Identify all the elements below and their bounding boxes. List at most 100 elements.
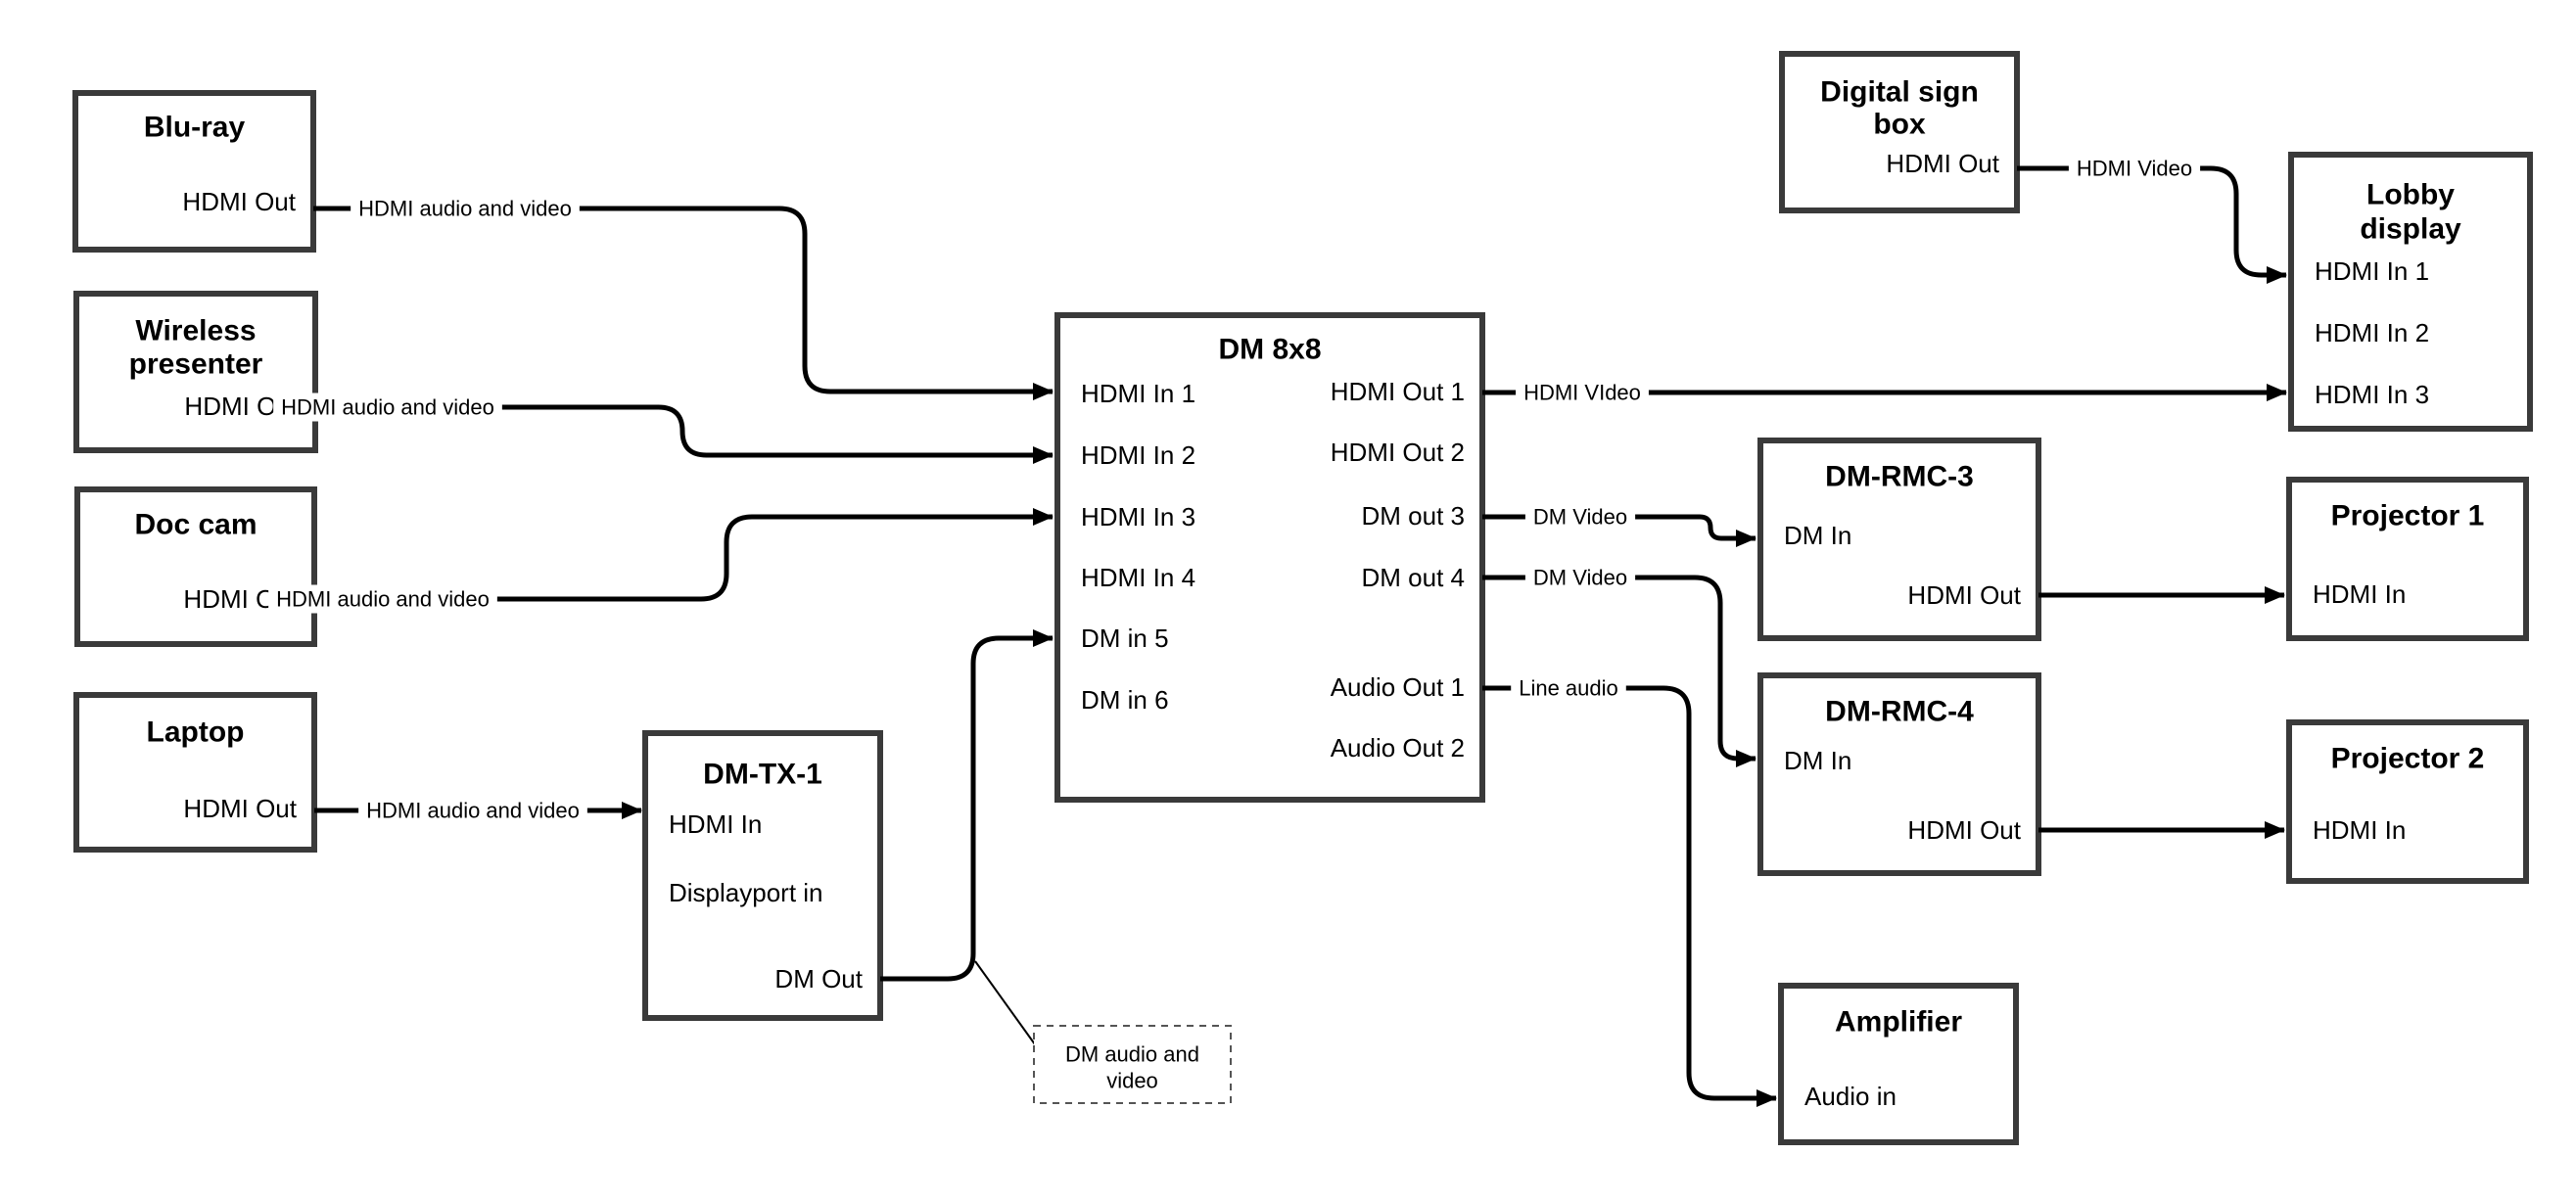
node-title-digital-sign-box-line1: Digital sign (1820, 76, 1979, 109)
edge-label-group-bluray-to-dm8x8-in1: HDMI audio and video (351, 194, 580, 223)
port-dm-8x8-hdmi-in-2: HDMI In 2 (1081, 440, 1195, 470)
edge-label-dm8x8-out4-to-rmc4-dmin: DM Video (1533, 566, 1627, 590)
node-box-blu-ray (72, 90, 316, 253)
node-title-laptop: Laptop (147, 716, 245, 749)
node-title-projector-1: Projector 1 (2331, 500, 2485, 532)
edge-label-group-doccam-to-dm8x8-in3: HDMI audio and video (268, 584, 497, 614)
node-title-lobby-display-line2: display (2360, 213, 2461, 246)
node-title-dm-8x8: DM 8x8 (1218, 334, 1321, 366)
port-dm-8x8-hdmi-in-4: HDMI In 4 (1081, 563, 1195, 592)
edge-doccam-to-dm8x8-in3 (314, 508, 1054, 602)
port-dm-tx-1-displayport-in: Displayport in (669, 878, 823, 907)
edge-bluray-to-dm8x8-in1 (313, 206, 1054, 400)
edge-label-bg-dm8x8-out3-to-rmc3-dmin (1524, 502, 1636, 531)
node-title-dm-tx-1: DM-TX-1 (703, 759, 822, 791)
node-title-dm-rmc-4: DM-RMC-4 (1825, 696, 1974, 728)
node-title-blu-ray: Blu-ray (144, 112, 246, 144)
node-title-wireless-presenter-line2: presenter (129, 348, 263, 381)
edge-label-dm8x8-audio1-to-amplifier: Line audio (1519, 676, 1618, 701)
port-dm-8x8-hdmi-in-3: HDMI In 3 (1081, 502, 1195, 531)
node-box-laptop (73, 692, 317, 853)
node-projector-2: Projector 2 HDMI In (2286, 719, 2529, 884)
edge-label-bg-wireless-to-dm8x8-in2 (273, 393, 502, 422)
port-dm-8x8-dm-in-6: DM in 6 (1081, 685, 1169, 715)
port-dm-8x8-dm-out-4: DM out 4 (1362, 563, 1466, 592)
node-box-dm-tx-1 (642, 730, 883, 1021)
node-title-amplifier: Amplifier (1835, 1006, 1962, 1039)
node-box-dm-rmc-4 (1757, 672, 2041, 876)
edge-label-bg-doccam-to-dm8x8-in3 (268, 584, 497, 614)
node-box-digital-sign-box (1779, 51, 2020, 213)
node-box-doc-cam (74, 486, 317, 647)
edge-wireless-to-dm8x8-in2 (315, 404, 1054, 464)
port-dm-8x8-hdmi-out-2: HDMI Out 2 (1331, 438, 1465, 467)
edge-label-group-dm8x8-out1-to-lobby-in3: HDMI VIdeo (1516, 378, 1649, 407)
node-dm-rmc-4: DM-RMC-4 DM In HDMI Out (1757, 672, 2041, 876)
edge-label-group-dm8x8-out4-to-rmc4-dmin: DM Video (1524, 563, 1636, 592)
edge-label-group-signbox-to-lobby-in1: HDMI Video (2068, 154, 2201, 183)
edge-label-doccam-to-dm8x8-in3: HDMI audio and video (276, 587, 490, 612)
port-laptop-hdmi-out: HDMI Out (183, 794, 297, 823)
port-dm-tx-1-dm-out: DM Out (774, 964, 863, 993)
node-title-wireless-presenter-line1: Wireless (135, 315, 256, 347)
port-projector-2-hdmi-in: HDMI In (2313, 815, 2406, 845)
note-callout-line (974, 960, 1036, 1045)
node-box-lobby-display (2288, 152, 2533, 432)
node-title-doc-cam: Doc cam (134, 509, 257, 541)
edge-label-laptop-to-dmtx1-hdmi-in: HDMI audio and video (366, 799, 580, 823)
edge-label-group-dm8x8-out3-to-rmc3-dmin: DM Video (1524, 502, 1636, 531)
node-title-lobby-display-line1: Lobby (2366, 179, 2455, 211)
node-box-wireless-presenter (73, 291, 318, 453)
edge-label-bg-dm8x8-out4-to-rmc4-dmin (1524, 563, 1636, 592)
edge-dm8x8-audio1-to-amplifier (1482, 685, 1777, 1107)
edge-label-wireless-to-dm8x8-in2: HDMI audio and video (281, 395, 494, 420)
port-dm-rmc-4-dm-in: DM In (1784, 746, 1851, 775)
edge-label-dm8x8-out1-to-lobby-in3: HDMI VIdeo (1523, 381, 1641, 405)
note-text-line2: video (1106, 1069, 1158, 1093)
node-title-projector-2: Projector 2 (2331, 743, 2485, 775)
port-digital-sign-box-hdmi-out: HDMI Out (1886, 149, 1999, 178)
edge-label-bg-signbox-to-lobby-in1 (2068, 154, 2201, 183)
port-lobby-display-hdmi-in-2: HDMI In 2 (2315, 318, 2429, 347)
edge-label-group-dm8x8-audio1-to-amplifier: Line audio (1511, 673, 1626, 703)
edge-label-bg-dm8x8-audio1-to-amplifier (1511, 673, 1626, 703)
edge-label-bg-dm8x8-out1-to-lobby-in3 (1516, 378, 1649, 407)
node-box-dm-8x8 (1054, 312, 1485, 803)
note-text-line1: DM audio and (1065, 1042, 1199, 1067)
node-box-amplifier (1778, 983, 2019, 1145)
edge-signbox-to-lobby-in1 (2017, 165, 2287, 284)
node-title-digital-sign-box-line2: box (1873, 109, 1926, 141)
edge-label-group-laptop-to-dmtx1-hdmi-in: HDMI audio and video (358, 796, 587, 825)
note-box-dm-audio-video-note (1033, 1025, 1232, 1104)
edge-dm8x8-out3-to-rmc3-dmin (1482, 514, 1756, 547)
node-title-dm-rmc-3: DM-RMC-3 (1825, 461, 1974, 493)
port-dm-8x8-hdmi-in-1: HDMI In 1 (1081, 379, 1195, 408)
port-amplifier-audio-in: Audio in (1804, 1082, 1897, 1111)
port-dm-8x8-hdmi-out-1: HDMI Out 1 (1331, 377, 1465, 406)
node-projector-1: Projector 1 HDMI In (2286, 477, 2529, 641)
port-dm-8x8-audio-out-2: Audio Out 2 (1331, 733, 1465, 762)
edge-label-signbox-to-lobby-in1: HDMI Video (2077, 157, 2192, 181)
node-box-dm-rmc-3 (1757, 438, 2041, 641)
node-box-projector-1 (2286, 477, 2529, 641)
port-dm-rmc-3-hdmi-out: HDMI Out (1907, 580, 2021, 610)
node-dm-rmc-3: DM-RMC-3 DM In HDMI Out (1757, 438, 2041, 641)
port-dm-tx-1-hdmi-in: HDMI In (669, 809, 762, 839)
port-projector-1-hdmi-in: HDMI In (2313, 579, 2406, 609)
port-dm-8x8-dm-in-5: DM in 5 (1081, 624, 1169, 653)
edge-label-dm8x8-out3-to-rmc3-dmin: DM Video (1533, 505, 1627, 530)
port-dm-rmc-3-dm-in: DM In (1784, 521, 1851, 550)
port-dm-rmc-4-hdmi-out: HDMI Out (1907, 815, 2021, 845)
edge-dmtx1-to-dm8x8-in5 (880, 629, 1054, 982)
